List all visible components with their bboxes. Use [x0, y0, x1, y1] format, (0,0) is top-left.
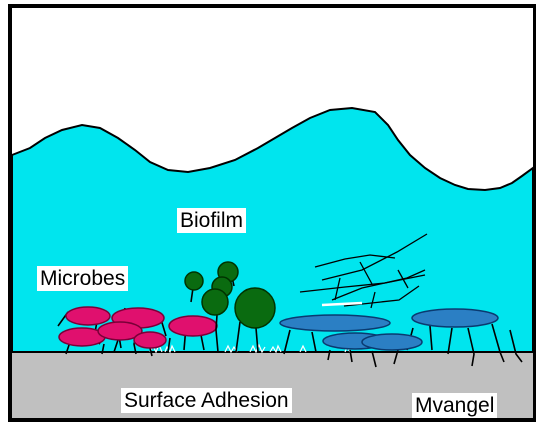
- author-credit: Mvangel: [412, 393, 497, 418]
- blue-microbe: [412, 309, 498, 327]
- blue-microbe: [362, 334, 422, 350]
- surface-adhesion-label: Surface Adhesion: [121, 388, 292, 413]
- pink-microbe: [66, 307, 110, 325]
- biofilm-label: Biofilm: [177, 208, 246, 233]
- pink-microbe: [134, 332, 166, 348]
- green-microbe: [185, 272, 203, 290]
- pink-microbe: [169, 316, 217, 336]
- green-microbe: [235, 288, 275, 328]
- microbes-label: Microbes: [37, 266, 128, 291]
- blue-microbe: [280, 315, 390, 331]
- green-microbe: [202, 289, 228, 315]
